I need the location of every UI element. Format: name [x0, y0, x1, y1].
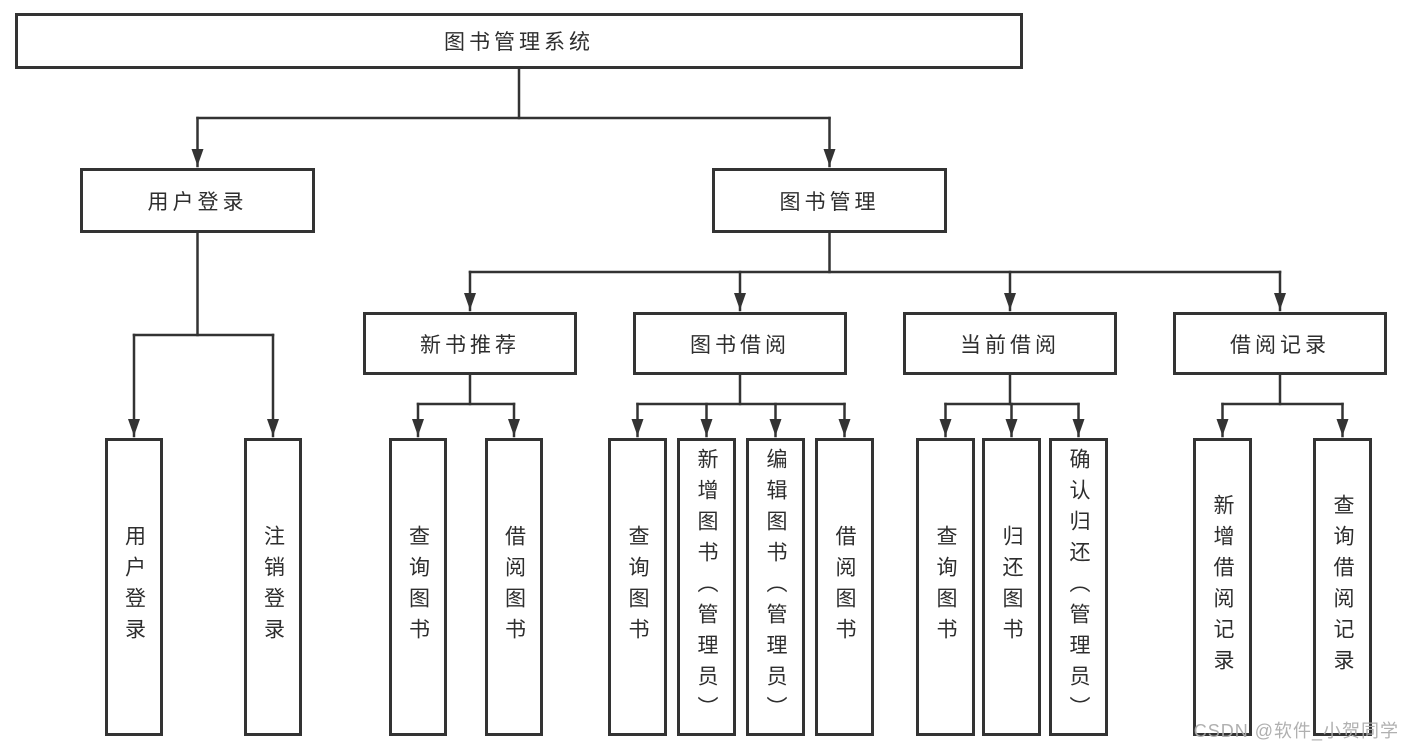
leaf-newbooks-query-books: 查询图书	[389, 438, 447, 736]
node-book-borrow-label: 图书借阅	[690, 333, 790, 357]
leaf-add-books-admin: 新增图书（管理员）	[677, 438, 736, 736]
leaf-return-books-label: 归还图书	[1000, 525, 1023, 649]
leaf-query-borrow-record: 查询借阅记录	[1313, 438, 1372, 736]
leaf-newbooks-borrow-books-label: 借阅图书	[502, 525, 526, 649]
leaf-borrow-books: 借阅图书	[815, 438, 874, 736]
node-book-management: 图书管理	[712, 168, 947, 233]
leaf-user-login-label: 用户登录	[122, 525, 146, 649]
leaf-newbooks-query-books-label: 查询图书	[406, 525, 430, 649]
leaf-user-login: 用户登录	[105, 438, 163, 736]
leaf-borrow-query-books-label: 查询图书	[626, 525, 649, 649]
leaf-current-query-books: 查询图书	[916, 438, 975, 736]
leaf-current-query-books-label: 查询图书	[934, 525, 957, 649]
leaf-borrow-query-books: 查询图书	[608, 438, 667, 736]
leaf-borrow-books-label: 借阅图书	[833, 525, 856, 649]
leaf-logout-label: 注销登录	[261, 525, 285, 649]
leaf-edit-books-admin-label: 编辑图书（管理员）	[764, 447, 787, 727]
leaf-logout: 注销登录	[244, 438, 302, 736]
leaf-add-books-admin-label: 新增图书（管理员）	[695, 447, 718, 727]
node-new-book-recommend: 新书推荐	[363, 312, 577, 375]
node-book-borrow: 图书借阅	[633, 312, 847, 375]
node-root-label: 图书管理系统	[444, 31, 594, 54]
node-root-system: 图书管理系统	[15, 13, 1023, 69]
node-book-management-label: 图书管理	[779, 190, 880, 214]
leaf-return-books: 归还图书	[982, 438, 1041, 736]
node-borrow-records: 借阅记录	[1173, 312, 1387, 375]
node-user-login-label: 用户登录	[147, 190, 248, 214]
leaf-newbooks-borrow-books: 借阅图书	[485, 438, 543, 736]
node-new-book-recommend-label: 新书推荐	[420, 333, 520, 357]
leaf-add-borrow-record: 新增借阅记录	[1193, 438, 1252, 736]
node-current-borrow-label: 当前借阅	[960, 333, 1060, 357]
leaf-query-borrow-record-label: 查询借阅记录	[1331, 494, 1354, 680]
node-borrow-records-label: 借阅记录	[1230, 333, 1330, 357]
leaf-confirm-return-admin-label: 确认归还（管理员）	[1067, 447, 1090, 727]
node-user-login: 用户登录	[80, 168, 315, 233]
leaf-edit-books-admin: 编辑图书（管理员）	[746, 438, 805, 736]
csdn-watermark: CSDN @软件_小贺同学	[1193, 721, 1399, 741]
node-current-borrow: 当前借阅	[903, 312, 1117, 375]
leaf-confirm-return-admin: 确认归还（管理员）	[1049, 438, 1108, 736]
leaf-add-borrow-record-label: 新增借阅记录	[1211, 494, 1234, 680]
